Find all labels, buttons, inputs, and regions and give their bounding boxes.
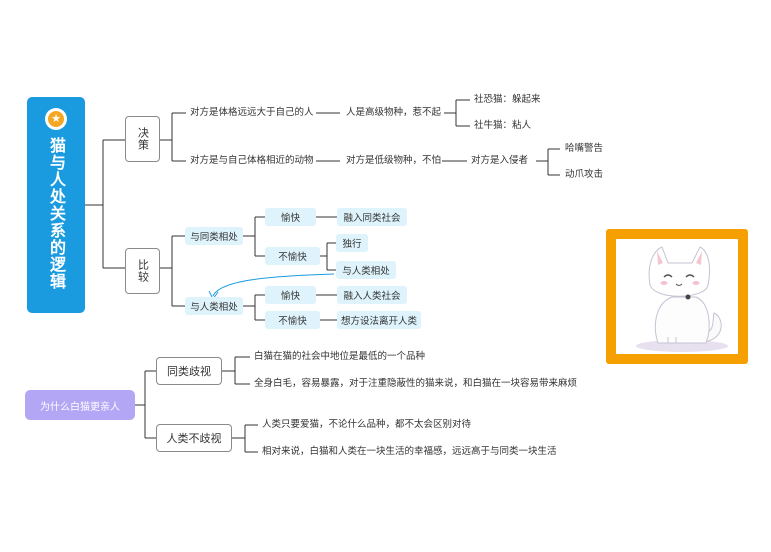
node-join-cat-society[interactable]: 融入同类社会 <box>337 208 407 226</box>
sub-invader: 对方是入侵者 <box>471 155 529 166</box>
outcome-hiss-warning: 哈嘴警告 <box>565 143 604 154</box>
branch-decision[interactable]: 决策 <box>125 116 160 162</box>
reason-same-species-discrimination[interactable]: 同类歧视 <box>156 357 222 385</box>
node-join-human-society[interactable]: 融入人类社会 <box>337 286 407 304</box>
node-go-alone[interactable]: 独行 <box>336 234 368 252</box>
detail-happier-with-humans: 相对来说，白猫和人类在一块生活的幸福感，远远高于与同类一块生活 <box>262 446 557 457</box>
branch-decision-label: 决策 <box>136 127 150 151</box>
detail-lowest-status: 白猫在猫的社会中地位是最低的一个品种 <box>254 351 426 362</box>
root-title: 猫与人处关系的逻辑 <box>47 137 66 290</box>
node-same-happy[interactable]: 愉快 <box>265 208 316 226</box>
branch-compare[interactable]: 比较 <box>125 248 160 294</box>
question-node[interactable]: 为什么白猫更亲人 <box>25 390 135 420</box>
branch-compare-label: 比较 <box>136 259 150 283</box>
node-same-species[interactable]: 与同类相处 <box>185 227 243 245</box>
detail-humans-love-cats: 人类只要爱猫，不论什么品种，都不太会区别对待 <box>262 419 472 430</box>
result-animal-inferior: 对方是低级物种，不怕 <box>346 155 442 166</box>
root-node: ★ 猫与人处关系的逻辑 <box>27 97 85 313</box>
node-live-with-humans[interactable]: 与人类相处 <box>336 261 396 279</box>
outcome-social-cat: 社牛猫：粘人 <box>474 120 532 131</box>
node-human-unhappy[interactable]: 不愉快 <box>265 311 320 329</box>
cat-illustration <box>616 239 738 354</box>
outcome-claw-attack: 动爪攻击 <box>565 169 604 180</box>
node-human[interactable]: 与人类相处 <box>185 297 243 315</box>
outcome-shy-cat: 社恐猫：躲起来 <box>474 94 541 105</box>
condition-large-human: 对方是体格远远大于自己的人 <box>190 107 314 118</box>
node-same-unhappy[interactable]: 不愉快 <box>265 247 320 265</box>
reason-humans-no-discrimination[interactable]: 人类不歧视 <box>156 424 232 452</box>
cat-image-frame <box>606 229 748 364</box>
node-leave-humans[interactable]: 想方设法离开人类 <box>337 311 421 329</box>
node-human-happy[interactable]: 愉快 <box>265 286 316 304</box>
detail-white-fur-exposed: 全身白毛，容易暴露，对于注重隐蔽性的猫来说，和白猫在一块容易带来麻烦 <box>254 378 578 389</box>
star-badge-icon: ★ <box>45 108 67 130</box>
condition-similar-animal: 对方是与自己体格相近的动物 <box>190 155 314 166</box>
white-cat-icon <box>636 246 728 352</box>
result-human-superior: 人是高级物种，惹不起 <box>346 107 442 118</box>
